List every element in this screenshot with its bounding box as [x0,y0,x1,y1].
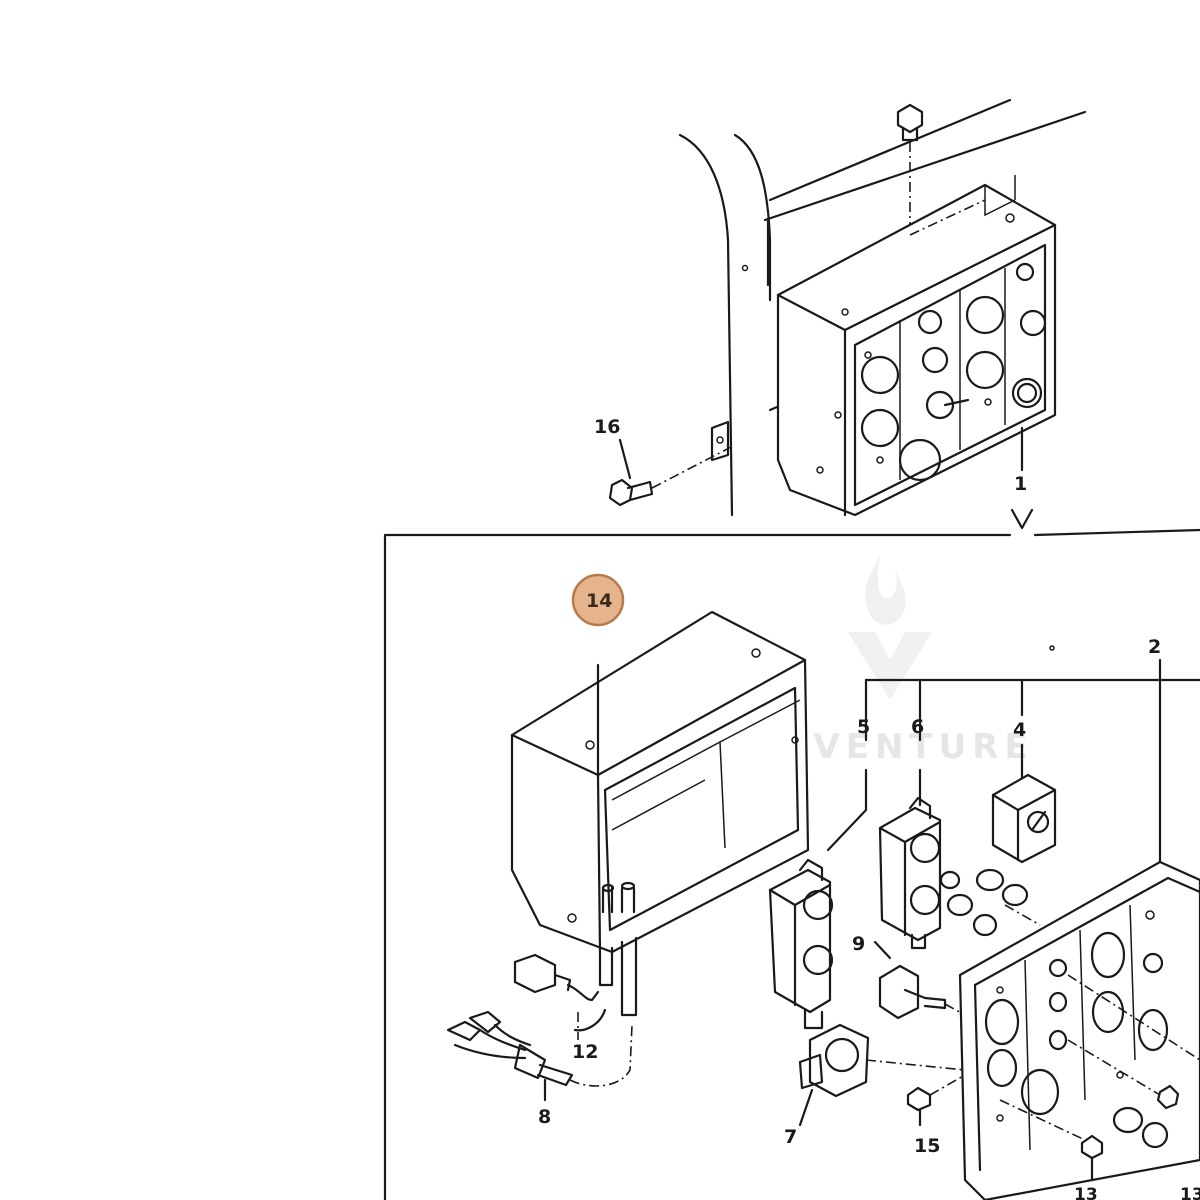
receptacle-5 [768,858,834,1030]
top-bolt [896,103,924,235]
dot-mark [1049,645,1055,651]
callout-8: 8 [538,1106,551,1128]
callout-12: 12 [572,1041,598,1063]
callout-2: 2 [1148,636,1161,658]
callout-9: 9 [852,933,865,955]
callout-1: 1 [1014,473,1027,495]
callout-13-right: 13 [1180,1185,1200,1200]
switch-4 [991,773,1057,864]
connector-12 [513,953,607,1040]
callout-5: 5 [857,716,870,738]
callout-1-leader [1010,426,1034,530]
nuts-washers [939,868,1041,937]
screws-13 [1080,1084,1180,1182]
exploded-view-frame [383,528,1200,1200]
callout-15: 15 [914,1135,940,1157]
callout-6: 6 [911,716,924,738]
callout-13-left: 13 [1074,1185,1098,1200]
receptacle-7 [798,1023,966,1127]
screw-15 [906,1074,966,1127]
watermark-logo [848,555,932,700]
wire-harness-8 [446,1010,633,1102]
highlight-marker-14 [571,573,625,627]
callout-14: 14 [586,590,612,612]
bolt-16 [608,420,736,507]
callout-leaders-top [826,658,1200,872]
callout-7: 7 [784,1126,797,1148]
receptacle-6 [878,796,942,950]
callout-16: 16 [594,416,620,438]
control-panel-2 [958,860,1200,1200]
toggle-switch-9 [873,940,966,1020]
callout-4: 4 [1013,719,1026,741]
control-box-cover [510,610,810,1017]
control-box-upper [776,175,1057,517]
